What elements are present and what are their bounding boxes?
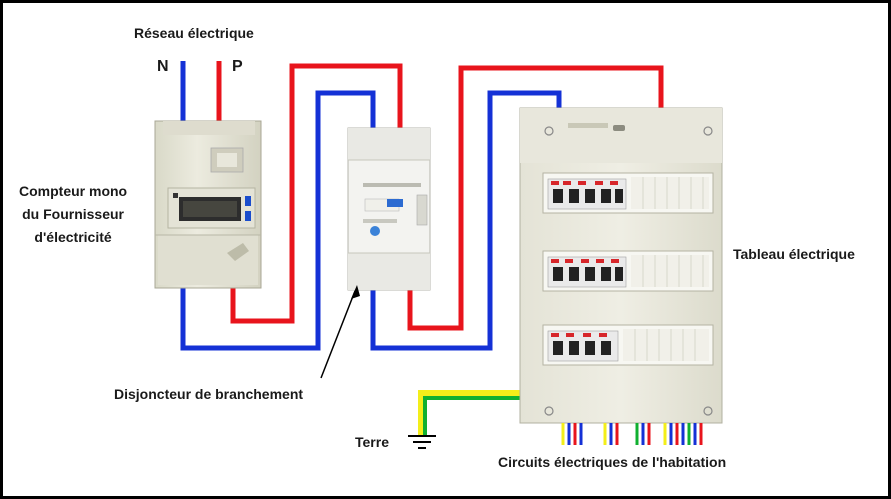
breaker-pointer-arrow: [320, 285, 360, 379]
branch-breaker: [347, 127, 431, 291]
meter-neutral-out-wire: [180, 90, 376, 351]
breaker-to-panel-wires: [370, 65, 664, 351]
earth-label: Terre: [355, 434, 389, 450]
phase-label: P: [232, 58, 243, 75]
panel-label: Tableau électrique: [733, 246, 855, 262]
ground-icon: [408, 435, 436, 449]
meter-label: Compteur mono du Fournisseur d'électrici…: [19, 180, 127, 249]
meter-to-breaker-wires: [180, 63, 403, 351]
breaker-row-1: [542, 172, 714, 214]
electrical-panel: [519, 107, 723, 424]
earth-wire: [418, 390, 521, 436]
breaker-row-3: [542, 324, 714, 366]
circuit-wires: [561, 423, 703, 445]
breaker-neutral-out-wire: [370, 90, 562, 351]
neutral-label: N: [157, 58, 169, 75]
network-title: Réseau électrique: [134, 25, 254, 41]
meter-label-line-2: du Fournisseur: [22, 206, 124, 222]
meter-label-line-3: d'électricité: [34, 229, 112, 245]
breaker-phase-out-wire: [407, 65, 664, 331]
meter-label-line-1: Compteur mono: [19, 183, 128, 199]
meter-phase-out-wire: [230, 63, 403, 324]
circuits-label: Circuits électriques de l'habitation: [498, 454, 727, 470]
network-wires: [180, 61, 222, 123]
breaker-row-2: [542, 250, 714, 292]
breaker-label: Disjoncteur de branchement: [114, 386, 304, 402]
wiring-diagram: [154, 61, 723, 449]
electricity-meter: [154, 120, 262, 289]
